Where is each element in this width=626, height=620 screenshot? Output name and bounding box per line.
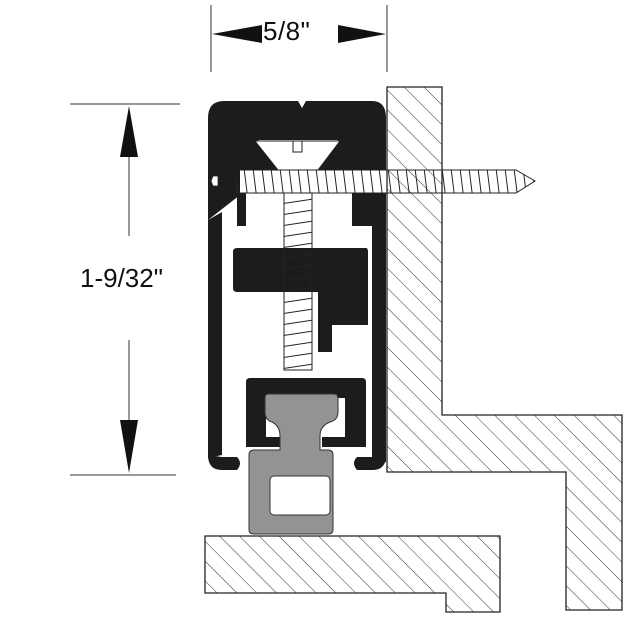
- width-dimension: [210, 5, 388, 72]
- width-dimension-label: 5/8": [263, 16, 311, 46]
- frame-section: [386, 86, 623, 611]
- vertical-screw: [283, 192, 313, 371]
- horizontal-screw: [210, 169, 536, 194]
- height-dimension-label: 1-9/32": [80, 263, 163, 293]
- threshold-section: [204, 535, 501, 613]
- arrow-left-icon: [212, 25, 262, 43]
- arrow-down-icon: [120, 420, 138, 473]
- height-dimension: [70, 103, 180, 476]
- seal-hollow-core: [269, 475, 331, 516]
- seal: [248, 393, 339, 535]
- arrow-up-icon: [120, 106, 138, 157]
- arrow-right-icon: [338, 25, 386, 43]
